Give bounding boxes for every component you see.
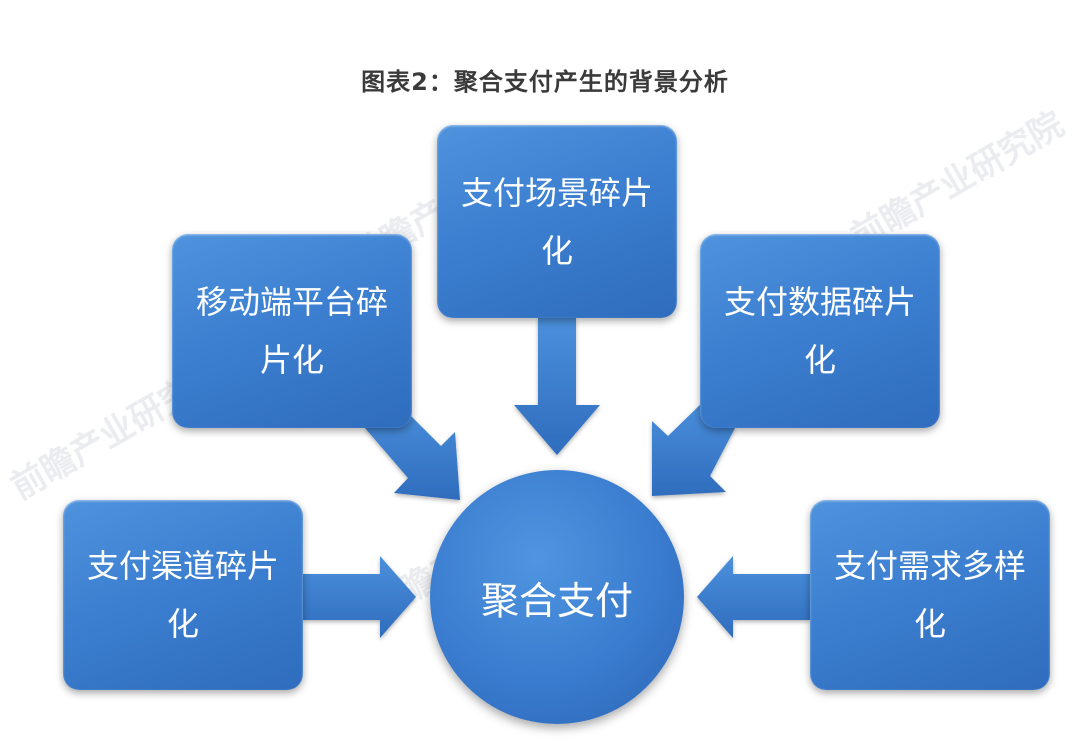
node-payment-demand: 支付需求多样化 bbox=[810, 500, 1050, 690]
arrow-lower-right bbox=[697, 556, 810, 638]
arrow-lower-left bbox=[303, 556, 416, 638]
arrow-top bbox=[514, 318, 600, 455]
node-payment-scenario: 支付场景碎片化 bbox=[437, 125, 677, 318]
node-payment-channel: 支付渠道碎片化 bbox=[63, 500, 303, 690]
node-mobile-platform-label: 移动端平台碎片化 bbox=[195, 283, 388, 379]
node-payment-channel-label: 支付渠道碎片化 bbox=[86, 547, 279, 643]
center-node-aggregated-payment: 聚合支付 bbox=[430, 470, 684, 724]
center-node-label: 聚合支付 bbox=[480, 578, 633, 623]
diagram-title: 图表2：聚合支付产生的背景分析 bbox=[361, 68, 729, 96]
node-payment-scenario-label: 支付场景碎片化 bbox=[460, 173, 653, 270]
node-payment-data-label: 支付数据碎片化 bbox=[723, 283, 916, 379]
node-mobile-platform: 移动端平台碎片化 bbox=[172, 234, 412, 428]
node-payment-data: 支付数据碎片化 bbox=[700, 234, 940, 428]
node-payment-demand-label: 支付需求多样化 bbox=[833, 547, 1026, 643]
